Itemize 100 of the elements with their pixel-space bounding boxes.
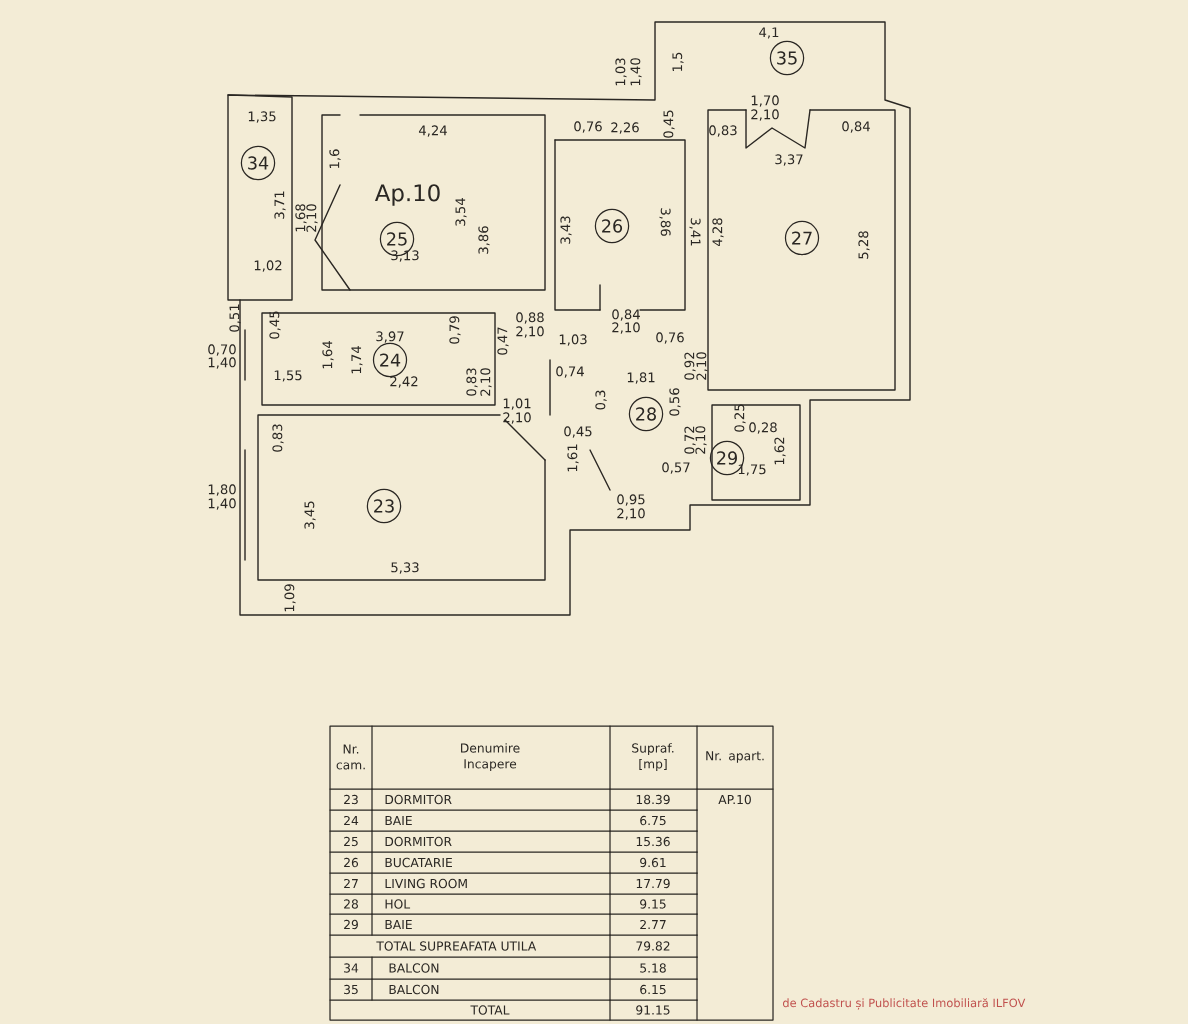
dimension-label: 0,45 [663,110,675,138]
table-cell: BALCON [389,984,439,995]
table-cell: 17.79 [636,878,670,889]
dimension-label: 1,02 [254,260,282,272]
table-cell: TOTAL [470,1005,510,1015]
room-number: 23 [366,488,402,524]
room-number: 27 [784,220,820,256]
dimension-label: 2,10 [612,322,640,334]
table-cell: 34 [344,963,359,973]
table-cell: 23 [344,794,358,805]
room-number: 35 [769,40,805,76]
dimension-label: 2,10 [695,426,707,454]
table-cell: BALCON [389,963,439,973]
dimension-label: 1,01 [503,398,531,410]
table-header: Denumire Incapere [461,743,520,771]
dimension-label: 3,86 [478,226,490,254]
table-cell: HOL [385,899,411,909]
table-cell: 9.61 [640,857,666,868]
room-number: 34 [240,145,276,181]
dimension-label: 1,61 [567,444,579,472]
dimension-label: 1,75 [738,464,766,476]
dimension-label: 1,40 [208,498,236,510]
table-cell: 29 [344,919,358,930]
table-cell: 5.18 [640,963,666,973]
table-cell: BUCATARIE [385,857,452,868]
dimension-label: 2,10 [516,326,544,338]
dimension-label: 0,83 [466,368,478,396]
dimension-label: 1,64 [322,341,334,369]
dimension-label: 0,28 [749,422,777,434]
table-cell: 15.36 [636,836,670,847]
dimension-label: 0,72 [684,426,696,454]
dimension-label: 0,45 [564,426,592,438]
table-cell: 2.77 [640,919,666,930]
table-header: Nr. cam. [336,744,365,770]
dimension-label: 3,37 [775,154,803,166]
dimension-label: 1,40 [208,357,236,369]
dimension-label: 4,1 [759,27,779,39]
table-cell: 28 [344,899,358,909]
dimension-label: 0,83 [709,125,737,137]
dimension-label: 1,03 [559,334,587,346]
table-header: Supraf. [mp] [632,743,674,771]
table-cell: 79.82 [636,941,670,951]
dimension-label: 3,86 [659,208,671,236]
table-cell: 25 [344,836,358,847]
table-cell: 24 [344,815,359,826]
dimension-label: 0,95 [617,494,645,506]
dimension-label: 0,92 [684,352,696,380]
dimension-label: 1,6 [329,149,341,169]
dimension-label: 1,55 [274,370,302,382]
dimension-label: 0,76 [656,332,684,344]
stamp-text: de Cadastru și Publicitate Imobiliară ILFOV [783,998,1026,1010]
dimension-label: 5,33 [391,562,419,574]
table-cell: 91.15 [636,1005,670,1015]
dimension-label: 0,88 [516,312,544,324]
dimension-label: 1,81 [627,372,655,384]
dimension-label: 4,28 [712,218,724,247]
dimension-label: 1,09 [284,584,296,612]
dimension-label: 0,56 [669,388,681,416]
dimension-label: 0,45 [269,311,281,339]
table-cell: 6.15 [640,984,666,995]
dimension-label: 3,54 [455,198,467,226]
dimension-label: 0,84 [612,309,640,321]
room-number: 28 [628,396,664,432]
room-number: 26 [594,208,630,244]
table-cell: 6.75 [640,815,666,826]
table-header: Nr. apart. [706,751,764,763]
dimension-label: 1,5 [672,52,684,72]
table-cell: 27 [344,878,358,889]
dimension-label: 2,10 [696,352,708,380]
dimension-label: 0,57 [662,462,690,474]
dimension-label: 2,42 [390,376,418,388]
dimension-label: 2,10 [617,508,645,520]
dimension-label: 2,10 [306,204,318,232]
table-cell: TOTAL SUPREAFATA UTILA [376,941,537,951]
table-cell: DORMITOR [385,836,452,847]
table-cell: 9.15 [640,899,666,909]
dimension-label: 1,03 [615,58,627,86]
dimension-label: 0,79 [449,316,461,344]
table-cell: BAIE [385,816,412,825]
dimension-label: 0,84 [842,121,870,133]
dimension-label: 1,80 [208,484,236,496]
dimension-label: 0,83 [272,424,284,452]
dimension-label: 3,41 [689,218,701,246]
dimension-label: 0,3 [595,390,607,410]
dimension-label: 0,51 [229,304,241,332]
table-cell: AP.10 [718,794,751,805]
dimension-label: 2,10 [503,412,531,424]
dimension-label: 1,40 [630,58,642,86]
dimension-label: 0,70 [208,344,236,356]
dimension-label: 1,62 [774,437,786,465]
dimension-label: 4,24 [418,125,447,137]
table-cell: DORMITOR [385,794,452,805]
dimension-label: 2,26 [611,122,639,134]
dimension-label: 2,10 [751,109,779,121]
dimension-label: 2,10 [480,368,492,396]
dimension-label: 0,47 [497,327,509,355]
dimension-label: 3,71 [274,191,286,219]
table-cell: BAIE [385,920,412,929]
table-cell: 35 [344,984,358,995]
table-cell: 18.39 [636,794,670,805]
